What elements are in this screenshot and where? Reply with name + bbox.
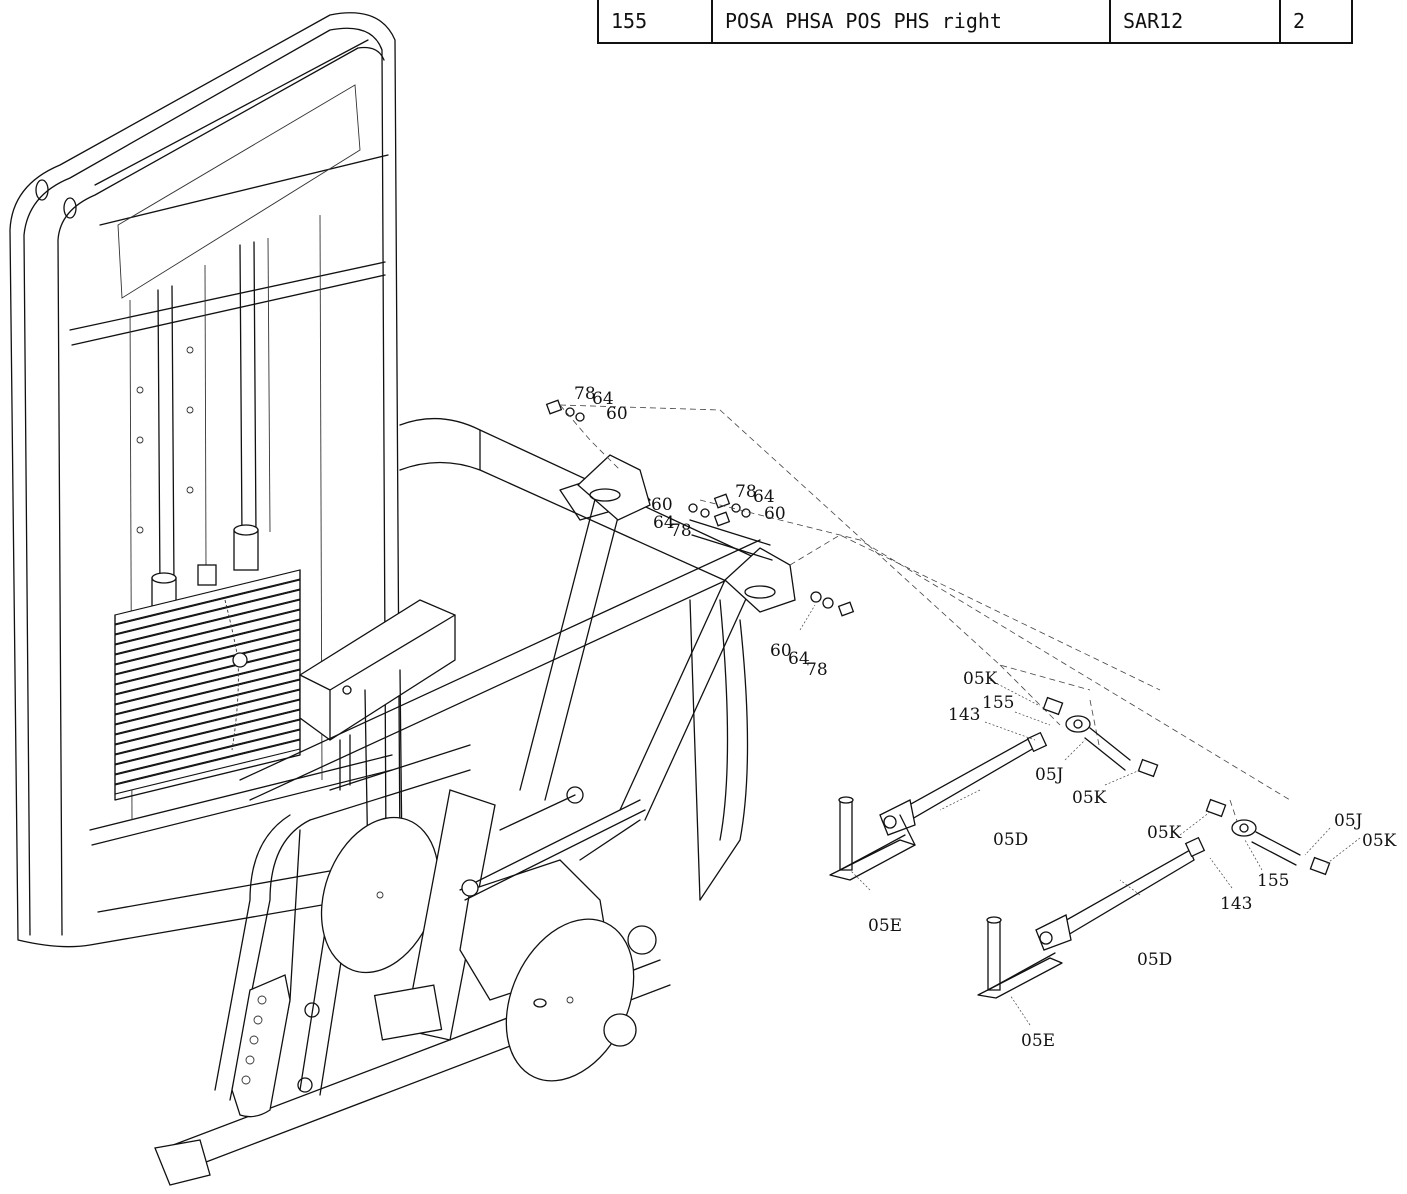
assembly-lines: [559, 404, 1291, 831]
top-arm-frame: [399, 417, 761, 586]
frame-tower: [9, 12, 401, 948]
callout-60: 60: [764, 504, 786, 524]
callout-05D: 05D: [1137, 950, 1172, 970]
table-row: 155 POSA PHSA POS PHS right SAR12 2: [597, 0, 1353, 44]
callout-05J: 05J: [1334, 811, 1363, 831]
callout-05K: 05K: [963, 669, 998, 689]
callout-155: 155: [1257, 871, 1289, 891]
callout-05E: 05E: [1021, 1031, 1055, 1051]
callout-64: 64: [653, 513, 675, 533]
callout-60: 60: [651, 495, 673, 515]
weight-stack: [114, 569, 301, 801]
callout-labels: 78 64 60 60 78 64 60 64 78 60 64 78 05K …: [574, 384, 1397, 1051]
pivot-hardware: [545, 399, 855, 617]
part-number-cell: 155: [597, 0, 713, 44]
callout-78: 78: [806, 660, 828, 680]
callout-60: 60: [770, 641, 792, 661]
main-frame: [239, 454, 796, 901]
weight-stack-outline: [114, 569, 301, 801]
part-description-cell: POSA PHSA POS PHS right: [711, 0, 1111, 44]
callout-143: 143: [948, 705, 980, 725]
parts-list-table: 155 POSA PHSA POS PHS right SAR12 2: [597, 0, 1353, 44]
part-code-cell: SAR12: [1109, 0, 1281, 44]
cam-pulleys: [320, 786, 657, 1082]
callout-143: 143: [1220, 894, 1252, 914]
callout-05D: 05D: [993, 830, 1028, 850]
callout-leaders: [799, 604, 1361, 1026]
callout-64: 64: [753, 487, 775, 507]
callout-60: 60: [606, 404, 628, 424]
callout-64: 64: [592, 389, 614, 409]
seat-support: [299, 599, 456, 871]
handle-assembly-lower: [977, 798, 1331, 999]
callout-05K: 05K: [1362, 831, 1397, 851]
callout-78: 78: [574, 384, 596, 404]
callout-05K: 05K: [1147, 823, 1182, 843]
callout-78: 78: [735, 482, 757, 502]
callout-78: 78: [670, 521, 692, 541]
callout-155: 155: [982, 693, 1014, 713]
callout-05K: 05K: [1072, 788, 1107, 808]
handle-assembly-upper: [829, 696, 1159, 881]
selector-pin-chain: [224, 599, 248, 751]
base-frame: [154, 744, 671, 1186]
callout-64: 64: [788, 649, 810, 669]
callout-05E: 05E: [868, 916, 902, 936]
callout-05J: 05J: [1035, 765, 1064, 785]
part-quantity-cell: 2: [1279, 0, 1353, 44]
